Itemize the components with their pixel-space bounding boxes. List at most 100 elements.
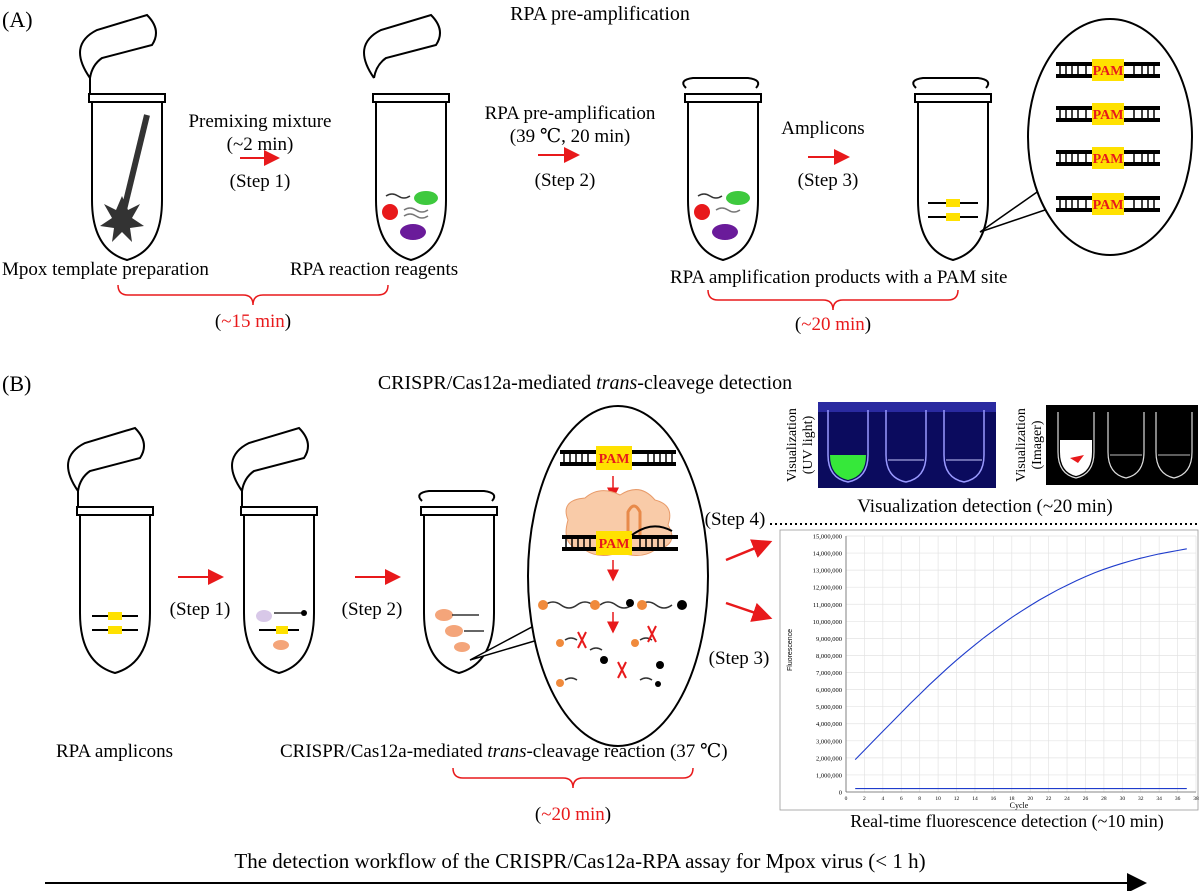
caption-reagents: RPA reaction reagents — [290, 259, 458, 280]
chart-y-ticks: 0 1,000,000 2,000,000 3,000,000 4,000,000 5,0… — [813, 534, 842, 797]
tube-amplicons — [912, 77, 992, 261]
caption-template: Mpox template preparation — [2, 259, 209, 280]
mechanism-callout-bubble: PAM PAM — [469, 405, 709, 747]
chart-x-tick-label: 12 — [954, 796, 960, 802]
chart-y-tick-label: 11,000,000 — [813, 602, 842, 609]
pam-label: PAM — [1093, 152, 1124, 167]
a-step3-line1: Amplicons — [781, 118, 864, 139]
pam-label: PAM — [599, 537, 630, 552]
tube-b-cas12a — [231, 426, 318, 674]
chart-x-tick-label: 2 — [863, 796, 866, 802]
b-step3-arrow — [725, 601, 773, 622]
chart-x-tick-label: 34 — [1156, 796, 1162, 802]
chart-x-tick-label: 18 — [1009, 796, 1015, 802]
imager-photo — [1046, 405, 1198, 485]
time-20min-a: (~20 min) — [795, 314, 871, 335]
visual-caption: Visualization detection (~20 min) — [857, 496, 1113, 517]
tube-template — [79, 13, 166, 261]
chart-x-tick-label: 28 — [1101, 796, 1107, 802]
chart-x-tick-label: 4 — [881, 796, 884, 802]
uv-light-photo — [818, 402, 996, 488]
chart-x-axis-label: Cycle — [1010, 801, 1029, 810]
chart-y-tick-label: 3,000,000 — [816, 738, 842, 745]
chart-x-tick-label: 14 — [972, 796, 978, 802]
chart-y-axis-label: Fluorescence — [787, 629, 794, 671]
chart-frame — [779, 529, 1199, 811]
chart-x-tick-label: 26 — [1083, 796, 1089, 802]
a-step2-tag: (Step 2) — [535, 170, 596, 191]
pam-duplex-1: PAM — [1056, 59, 1160, 81]
uv-label-line1: Visualization — [785, 408, 800, 482]
chart-x-tick-label: 6 — [900, 796, 903, 802]
chart-y-tick-label: 10,000,000 — [813, 619, 842, 626]
bracket-20min-b — [452, 767, 694, 789]
chart-y-tick-label: 14,000,000 — [813, 551, 842, 558]
pam-duplex-4: PAM — [1056, 193, 1160, 215]
a-step2-line2: (39 ℃, 20 min) — [510, 126, 630, 147]
caption-products: RPA amplification products with a PAM si… — [670, 267, 1007, 288]
realtime-caption: Real-time fluorescence detection (~10 mi… — [850, 811, 1164, 832]
b-step4-arrow — [725, 539, 773, 562]
caption-rpa-amplicons: RPA amplicons — [56, 741, 173, 762]
chart-x-tick-label: 24 — [1064, 796, 1070, 802]
imager-label-line1: Visualization — [1014, 408, 1029, 482]
a-step3-tag: (Step 3) — [798, 170, 859, 191]
chart-y-tick-label: 9,000,000 — [816, 636, 842, 643]
chart-x-tick-label: 32 — [1138, 796, 1144, 802]
imager-label-line2: (Imager) — [1030, 420, 1045, 469]
pam-duplex-3: PAM — [1056, 147, 1160, 169]
chart-x-tick-label: 36 — [1175, 796, 1181, 802]
pam-callout-bubble: PAM PAM PAM PAM — [979, 18, 1193, 256]
caption-cleavage-reaction: CRISPR/Cas12a-mediated trans-cleavage re… — [280, 741, 728, 762]
pam-label: PAM — [1093, 64, 1124, 79]
chart-y-tick-label: 2,000,000 — [816, 755, 842, 762]
tube-b-amplicons — [67, 426, 154, 674]
b-step1-tag: (Step 1) — [170, 599, 231, 620]
chart-y-tick-label: 0 — [839, 790, 842, 797]
b-step4-tag: (Step 4) — [705, 509, 766, 530]
panel-a-title: RPA pre-amplification — [510, 3, 690, 25]
a-step1-line1: Premixing mixture — [188, 111, 331, 132]
workflow-caption: The detection workflow of the CRISPR/Cas… — [234, 849, 925, 873]
chart-series — [854, 548, 1187, 790]
pam-label: PAM — [599, 452, 630, 467]
chart-x-tick-label: 8 — [918, 796, 921, 802]
chart-y-tick-label: 5,000,000 — [816, 704, 842, 711]
chart-y-tick-label: 4,000,000 — [816, 721, 842, 728]
panel-a-label: (A) — [2, 7, 33, 32]
chart-x-tick-label: 16 — [991, 796, 997, 802]
a-step2-line1: RPA pre-amplification — [485, 103, 656, 124]
b-step2-tag: (Step 2) — [342, 599, 403, 620]
a-step1-line2: (~2 min) — [227, 134, 294, 155]
uv-label-line2: (UV light) — [801, 415, 816, 474]
chart-x-tick-label: 0 — [845, 796, 848, 802]
b-step3-tag: (Step 3) — [709, 648, 770, 669]
bracket-15min — [117, 284, 389, 306]
chart-y-tick-label: 8,000,000 — [816, 653, 842, 660]
tube-reagents — [363, 13, 450, 261]
pam-label: PAM — [1093, 108, 1124, 123]
chart-x-tick-label: 30 — [1120, 796, 1126, 802]
time-20min-b: (~20 min) — [535, 804, 611, 825]
a-step1-tag: (Step 1) — [230, 171, 291, 192]
chart-x-tick-label: 20 — [1027, 796, 1033, 802]
panel-b-label: (B) — [2, 371, 31, 396]
pam-label: PAM — [1093, 198, 1124, 213]
tube-amplification — [682, 77, 762, 261]
panel-b-title: CRISPR/Cas12a-mediated trans-cleavege de… — [378, 372, 792, 394]
time-15min: (~15 min) — [215, 311, 291, 332]
chart-x-tick-label: 10 — [935, 796, 941, 802]
fluorescence-chart: 0 1,000,000 2,000,000 3,000,000 4,000,000 5,0… — [779, 529, 1199, 811]
chart-x-tick-label: 38 — [1193, 796, 1199, 802]
chart-y-tick-label: 13,000,000 — [813, 568, 842, 575]
chart-y-tick-label: 15,000,000 — [813, 534, 842, 541]
pam-duplex-2: PAM — [1056, 103, 1160, 125]
chart-y-tick-label: 1,000,000 — [816, 772, 842, 779]
chart-grid — [845, 535, 1197, 793]
chart-y-tick-label: 12,000,000 — [813, 585, 842, 592]
chart-y-tick-label: 6,000,000 — [816, 687, 842, 694]
chart-series-line-1 — [854, 548, 1187, 760]
bracket-20min-a — [707, 289, 959, 311]
